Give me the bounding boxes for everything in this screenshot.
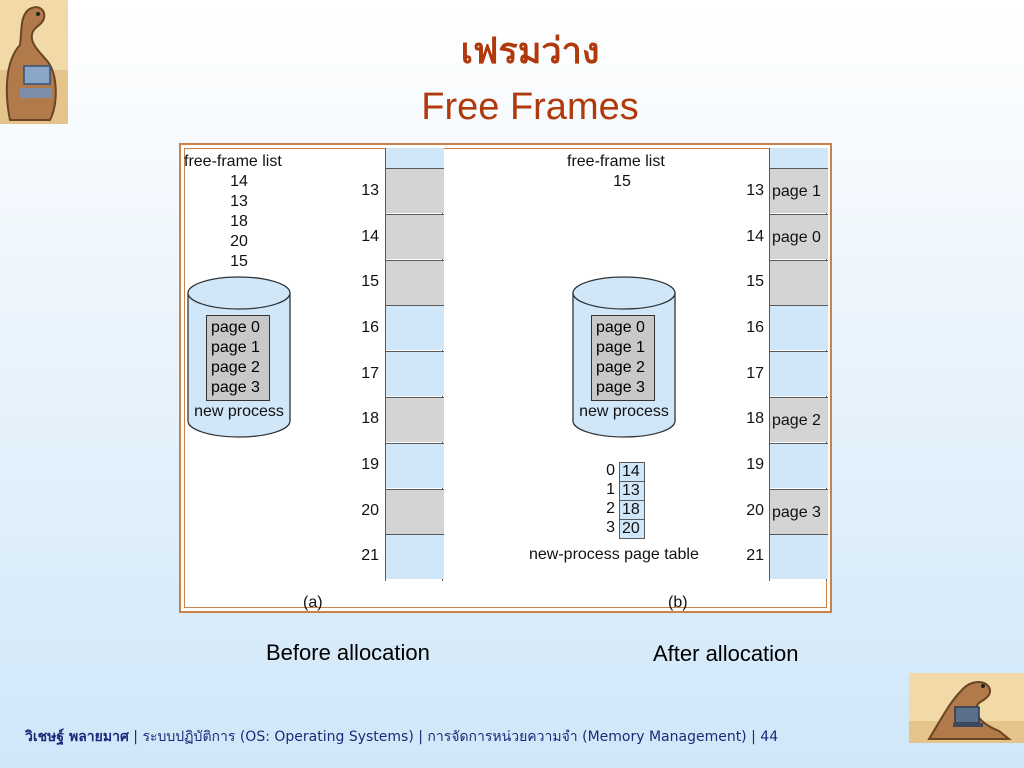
after-disk-pages: page 0 page 1 page 2 page 3 <box>591 315 655 401</box>
after-frame-number: 21 <box>746 547 764 564</box>
free-frames-figure: free-frame list 14 13 18 20 15 page 0 pa… <box>179 143 832 613</box>
after-memory-frame <box>770 442 828 488</box>
before-frame-number: 18 <box>361 410 379 427</box>
after-memory-frame: page 1 <box>770 168 828 213</box>
footer-course: ระบบปฏิบัติการ (OS: Operating Systems) <box>142 729 414 745</box>
before-memory-frame <box>386 148 444 168</box>
before-free-list-item: 20 <box>230 233 248 250</box>
before-memory-frame <box>386 305 444 351</box>
footer-topic: การจัดการหน่วยความจำ (Memory Management) <box>427 729 747 745</box>
before-frame-number: 13 <box>361 182 379 199</box>
before-frame-number: 15 <box>361 273 379 290</box>
page-table-frame: 13 <box>619 481 645 501</box>
dinosaur-laptop-icon <box>909 673 1024 743</box>
after-free-list-item: 15 <box>613 173 631 190</box>
after-memory-column: page 1 page 0 page 2 page 3 <box>769 148 828 581</box>
before-free-list-item: 15 <box>230 253 248 270</box>
before-free-list-item: 14 <box>230 173 248 190</box>
page-table-frame: 14 <box>619 462 645 482</box>
slide-title-english: Free Frames <box>421 86 639 128</box>
after-frame-number: 18 <box>746 410 764 427</box>
before-sub-label: (a) <box>303 594 323 611</box>
after-frame-number: 15 <box>746 273 764 290</box>
after-disk-page: page 0 <box>596 319 645 336</box>
before-frame-number: 20 <box>361 502 379 519</box>
after-frame-number: 20 <box>746 502 764 519</box>
after-free-list-title: free-frame list <box>567 153 665 170</box>
before-disk-page: page 1 <box>211 339 260 356</box>
footer-separator: | <box>133 729 138 745</box>
after-disk-page: page 1 <box>596 339 645 356</box>
dinosaur-reading-icon <box>0 0 68 124</box>
before-disk-page: page 3 <box>211 379 260 396</box>
after-memory-frame: page 2 <box>770 397 828 442</box>
page-table-index: 1 <box>606 481 615 498</box>
after-memory-frame <box>770 534 828 580</box>
after-frame-number: 19 <box>746 456 764 473</box>
after-frame-content: page 3 <box>772 503 821 521</box>
before-disk-label: new process <box>194 403 284 420</box>
before-disk-pages: page 0 page 1 page 2 page 3 <box>206 315 270 401</box>
before-disk-page: page 0 <box>211 319 260 336</box>
after-disk-page: page 3 <box>596 379 645 396</box>
page-table-index: 0 <box>606 462 615 479</box>
after-memory-frame: page 3 <box>770 488 828 534</box>
before-memory-frame <box>386 259 444 305</box>
footer-page-number: 44 <box>760 729 779 745</box>
after-disk-label: new process <box>579 403 669 420</box>
footer-author: วิเชษฐ์ พลายมาศ <box>25 729 129 745</box>
page-table-index: 3 <box>606 519 615 536</box>
page-table-frame: 18 <box>619 500 645 520</box>
before-disk-page: page 2 <box>211 359 260 376</box>
after-sub-label: (b) <box>668 594 688 611</box>
before-frame-number: 17 <box>361 365 379 382</box>
before-memory-frame <box>386 534 444 580</box>
before-memory-frame <box>386 351 444 397</box>
page-table-frame: 20 <box>619 519 645 539</box>
after-frame-content: page 0 <box>772 228 821 246</box>
before-memory-frame <box>386 442 444 488</box>
caption-before: Before allocation <box>266 640 430 665</box>
before-memory-column <box>385 148 444 581</box>
before-free-list-title: free-frame list <box>184 153 282 170</box>
before-frame-number: 16 <box>361 319 379 336</box>
footer-separator: | <box>751 729 756 745</box>
after-memory-frame <box>770 148 828 168</box>
footer-separator: | <box>418 729 423 745</box>
after-frame-number: 16 <box>746 319 764 336</box>
after-frame-number: 13 <box>746 182 764 199</box>
after-memory-frame <box>770 351 828 397</box>
after-frame-number: 17 <box>746 365 764 382</box>
page-table-label: new-process page table <box>529 546 699 563</box>
slide-footer: วิเชษฐ์ พลายมาศ | ระบบปฏิบัติการ (OS: Op… <box>25 726 778 748</box>
after-disk-page: page 2 <box>596 359 645 376</box>
before-memory-frame <box>386 397 444 442</box>
after-frame-content: page 2 <box>772 412 821 429</box>
before-frame-number: 19 <box>361 456 379 473</box>
after-memory-frame <box>770 305 828 351</box>
after-memory-frame: page 0 <box>770 213 828 259</box>
before-memory-frame <box>386 488 444 534</box>
before-free-list-item: 18 <box>230 213 248 230</box>
after-memory-frame <box>770 259 828 305</box>
caption-after: After allocation <box>653 641 799 666</box>
before-frame-number: 14 <box>361 228 379 245</box>
after-frame-number: 14 <box>746 228 764 245</box>
after-frame-content: page 1 <box>772 183 821 200</box>
before-free-list-item: 13 <box>230 193 248 210</box>
before-frame-number: 21 <box>361 547 379 564</box>
before-memory-frame <box>386 213 444 259</box>
page-table-index: 2 <box>606 500 615 517</box>
slide-title-thai: เฟรมว่าง <box>460 30 600 72</box>
before-memory-frame <box>386 168 444 213</box>
